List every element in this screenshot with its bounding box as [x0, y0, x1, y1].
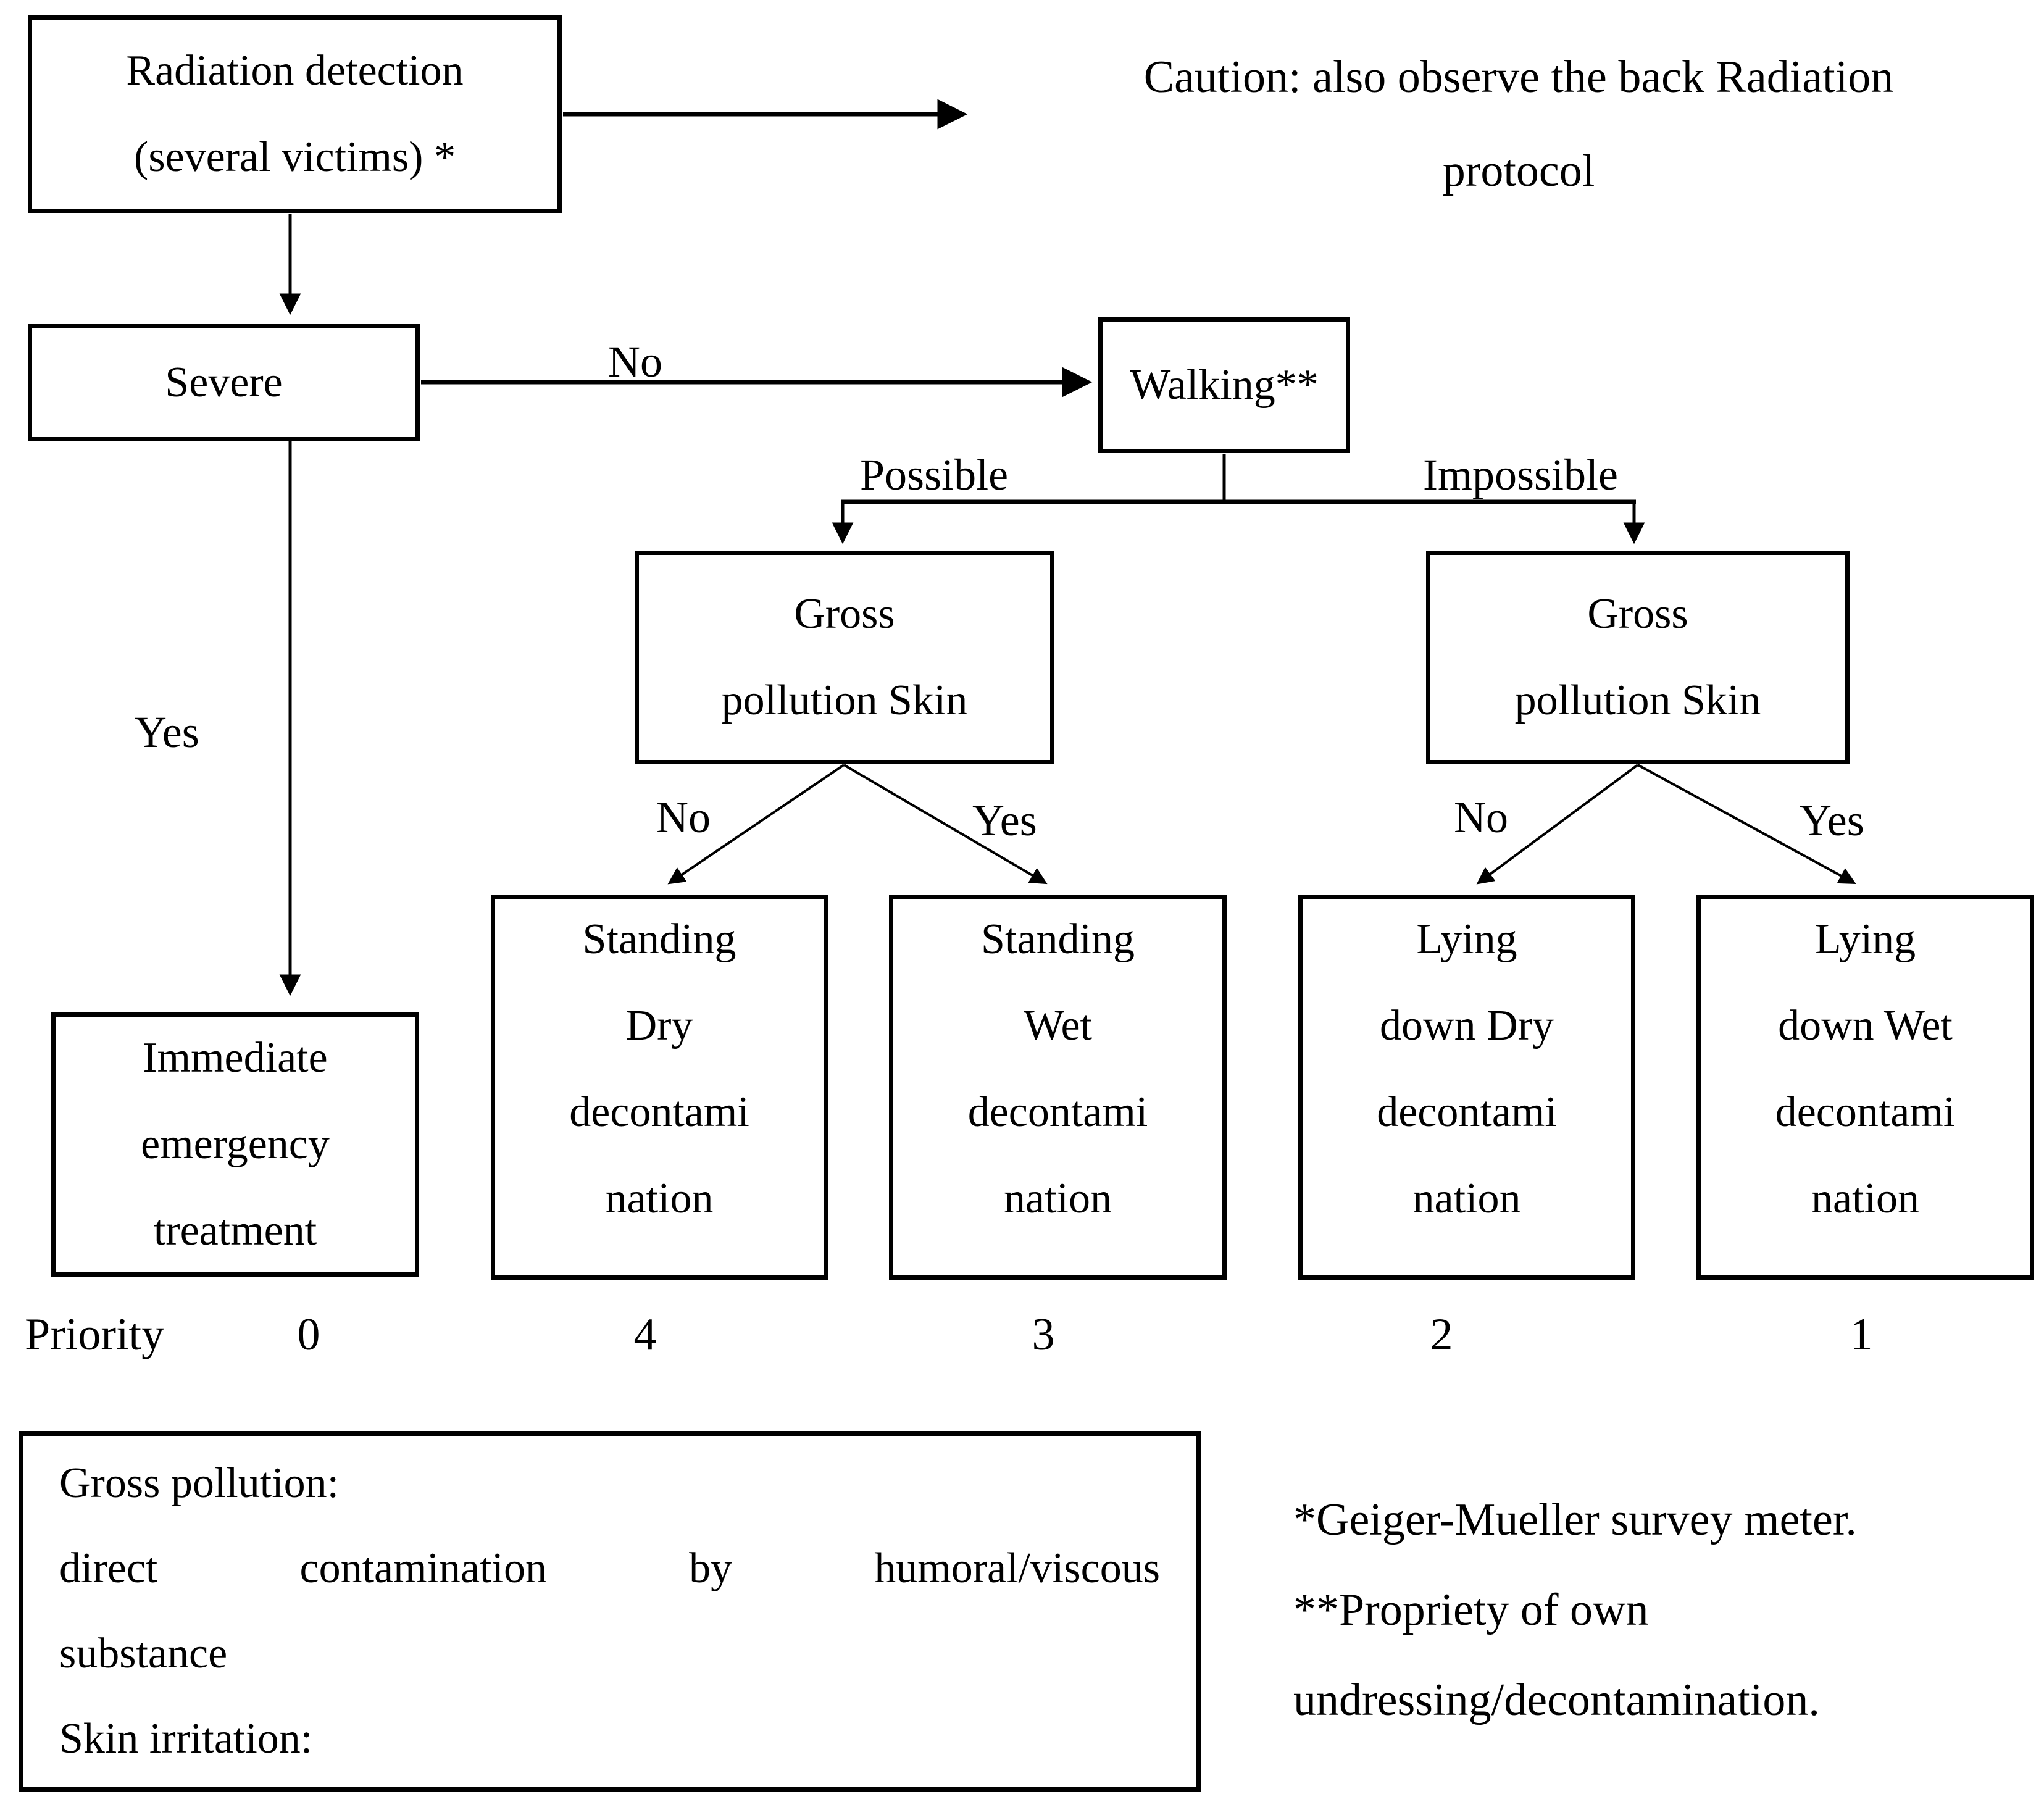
node-lying-wet-line2: down Wet [1778, 1001, 1953, 1049]
edge-label-gross-right-yes: Yes [1800, 796, 1864, 845]
edge-label-severe-yes: Yes [135, 707, 199, 757]
node-standing-wet-line4: nation [1004, 1174, 1112, 1222]
node-lying-dry-line3: decontami [1377, 1088, 1557, 1136]
priority-value-3: 3 [1032, 1309, 1055, 1360]
node-standing-dry-line4: nation [605, 1174, 714, 1222]
node-gross-right-line2: pollution Skin [1514, 677, 1761, 724]
node-gross-left-line1: Gross [794, 590, 895, 638]
footnote-propriety-line2: undressing/decontamination. [1293, 1674, 1820, 1725]
legend-box: Gross pollution: direct contamination by… [19, 1431, 1201, 1792]
node-standing-wet: Standing Wet decontami nation [889, 895, 1227, 1280]
node-lying-dry-line4: nation [1412, 1174, 1521, 1222]
footnote-geiger: *Geiger-Mueller survey meter. [1293, 1495, 1857, 1545]
node-lying-dry-line2: down Dry [1380, 1001, 1554, 1049]
node-standing-wet-line3: decontami [967, 1088, 1148, 1136]
node-lying-wet: Lying down Wet decontami nation [1696, 895, 2034, 1280]
arrow-gross-left-no [667, 764, 845, 885]
footnotes: *Geiger-Mueller survey meter. **Propriet… [1293, 1475, 2044, 1745]
priority-value-2: 2 [1430, 1309, 1453, 1360]
footnote-propriety-line1: **Propriety of own [1293, 1584, 1649, 1635]
node-standing-dry: Standing Dry decontami nation [491, 895, 828, 1280]
legend-line4: Skin irritation: [59, 1714, 313, 1762]
edge-label-walking-impossible: Impossible [1423, 450, 1618, 499]
edge-label-gross-right-no: No [1454, 793, 1508, 842]
edge-label-walking-possible: Possible [860, 450, 1009, 499]
node-standing-wet-line1: Standing [981, 915, 1135, 963]
node-gross-left-line2: pollution Skin [721, 677, 968, 724]
node-immediate-treatment: Immediate emergency treatment [51, 1012, 419, 1277]
node-lying-dry-line1: Lying [1416, 915, 1517, 963]
node-gross-pollution-right: Gross pollution Skin [1426, 551, 1850, 764]
node-standing-dry-line2: Dry [625, 1001, 693, 1049]
edge-label-severe-no: No [608, 337, 662, 386]
priority-value-4: 4 [633, 1309, 657, 1360]
arrow-gross-left-yes [843, 764, 1048, 885]
node-lying-wet-line3: decontami [1775, 1088, 1956, 1136]
arrow-gross-right-no [1476, 764, 1639, 885]
node-severe: Severe [28, 324, 420, 441]
node-lying-dry: Lying down Dry decontami nation [1298, 895, 1635, 1280]
node-gross-right-line1: Gross [1587, 590, 1688, 638]
caution-note-line1: Caution: also observe the back Radiation [1143, 52, 1894, 102]
edge-label-gross-left-no: No [656, 793, 711, 842]
legend-line1: Gross pollution: [59, 1459, 340, 1508]
legend-line3: substance [59, 1630, 228, 1677]
priority-value-0: 0 [297, 1309, 320, 1360]
node-immediate-line2: emergency [141, 1120, 330, 1168]
node-radiation-line1: Radiation detection [126, 47, 464, 94]
node-walking: Walking** [1098, 317, 1350, 453]
priority-label: Priority [25, 1309, 165, 1360]
node-standing-dry-line1: Standing [582, 915, 736, 963]
node-immediate-line1: Immediate [143, 1034, 328, 1082]
legend-line2: direct contamination by humoral/viscous [59, 1545, 1160, 1593]
node-radiation-detection: Radiation detection (several victims) * [28, 15, 562, 213]
caution-note-line2: protocol [1442, 145, 1595, 196]
node-lying-wet-line4: nation [1811, 1174, 1919, 1222]
node-immediate-line3: treatment [153, 1207, 317, 1254]
node-walking-label: Walking** [1130, 361, 1319, 409]
node-standing-dry-line3: decontami [569, 1088, 749, 1136]
node-gross-pollution-left: Gross pollution Skin [635, 551, 1054, 764]
arrow-gross-right-yes [1637, 764, 1856, 885]
node-severe-label: Severe [165, 359, 283, 406]
node-standing-wet-line2: Wet [1024, 1001, 1092, 1049]
caution-note: Caution: also observe the back Radiation… [1006, 31, 2031, 218]
edge-label-gross-left-yes: Yes [972, 796, 1037, 845]
priority-value-1: 1 [1850, 1309, 1873, 1360]
node-lying-wet-line1: Lying [1814, 915, 1916, 963]
node-radiation-line2: (several victims) * [134, 133, 456, 181]
